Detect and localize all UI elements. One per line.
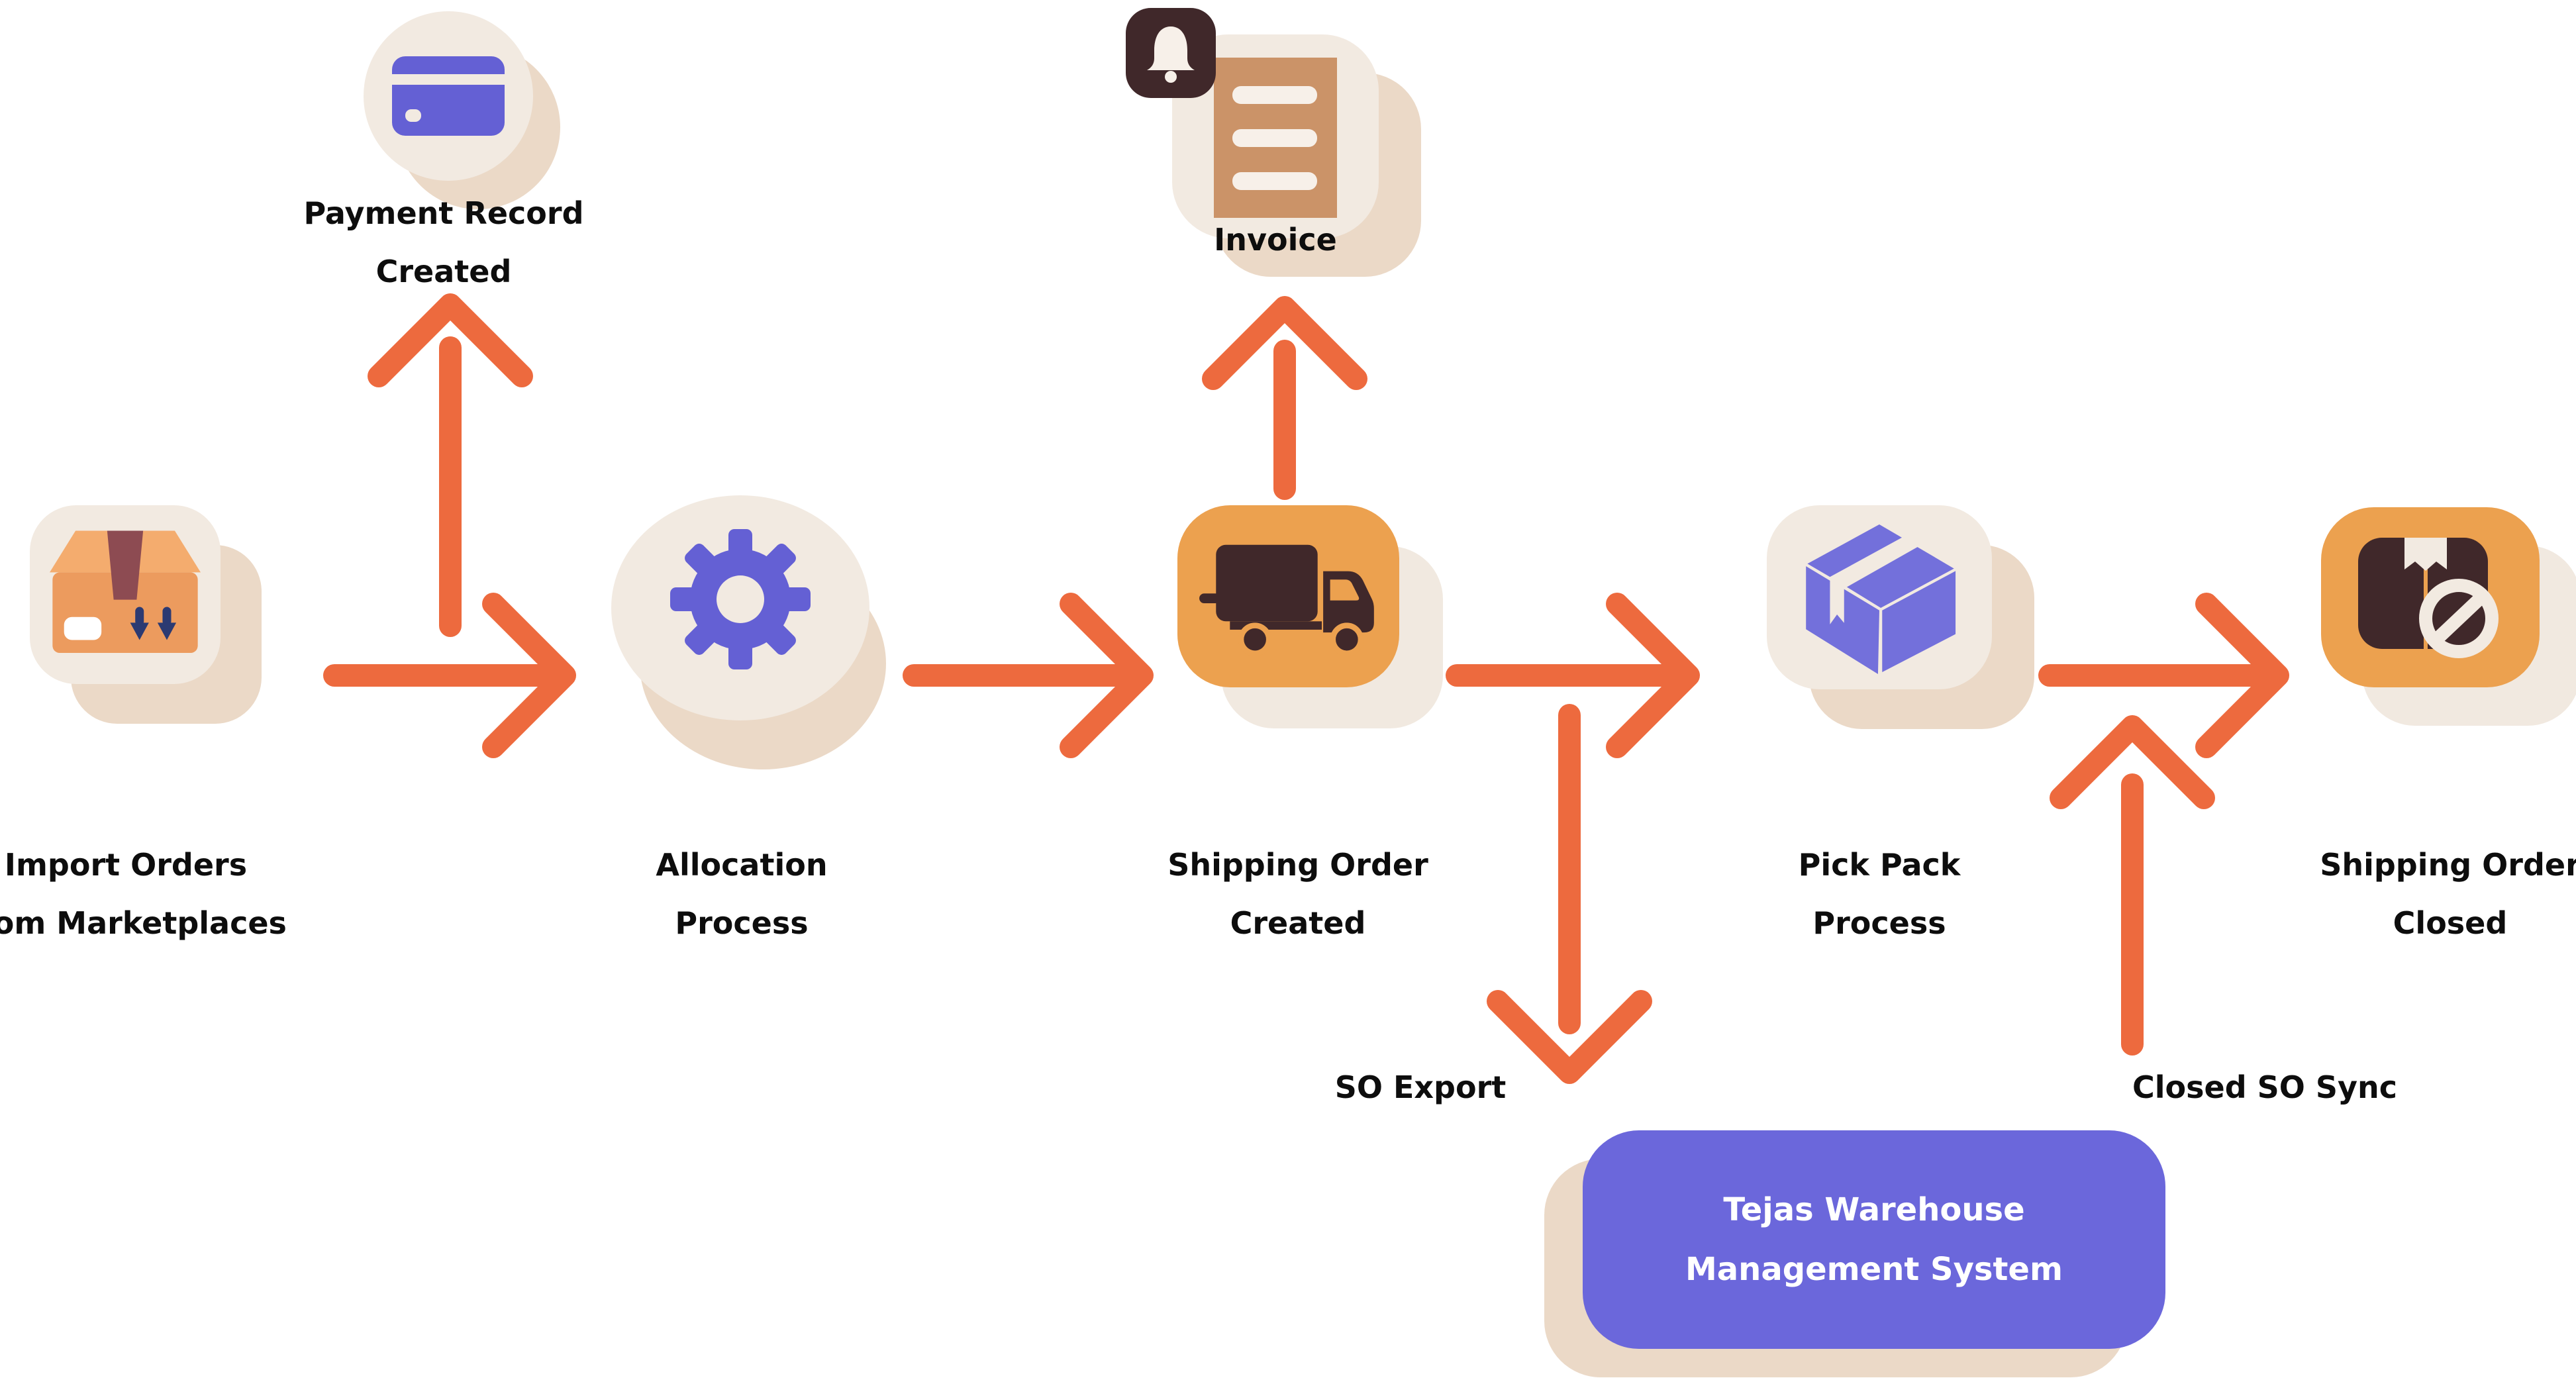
tejas-wms-line1: Tejas Warehouse xyxy=(1723,1191,2025,1228)
arrow-pickpack-to-closed xyxy=(2038,593,2289,758)
gear-icon xyxy=(670,529,811,669)
arrow-shipping-to-pickpack xyxy=(1446,593,1700,758)
so-export-label: SO Export xyxy=(1334,1069,1507,1105)
payment-record-label-line2: Created xyxy=(375,254,512,289)
shipping-created-label: Shipping Order Created xyxy=(1066,836,1530,952)
shipping-created-label-line1: Shipping Order xyxy=(1167,847,1428,883)
shipping-created-tile xyxy=(1177,505,1399,687)
import-orders-tile xyxy=(30,505,221,684)
payment-record-label: Payment Record Created xyxy=(212,184,675,301)
arrow-up-invoice xyxy=(1202,296,1367,500)
import-orders-label: Import Orders from Marketplaces xyxy=(0,836,358,952)
invoice-label-line1: Invoice xyxy=(1214,222,1337,258)
arrow-import-to-allocation xyxy=(323,593,576,758)
pick-pack-label-line2: Process xyxy=(1812,905,1946,941)
pick-pack-tile xyxy=(1767,505,1992,689)
arrow-down-so-export xyxy=(1487,704,1652,1084)
box-blocked-icon xyxy=(2358,538,2499,658)
arrow-allocation-to-shipping xyxy=(903,593,1154,758)
tejas-wms-box: Tejas Warehouse Management System xyxy=(1583,1130,2165,1349)
pick-pack-label-line1: Pick Pack xyxy=(1798,847,1961,883)
pick-pack-label: Pick Pack Process xyxy=(1648,836,2111,952)
shipping-closed-label-line1: Shipping Order xyxy=(2320,847,2576,883)
invoice-label: Invoice xyxy=(1044,211,1507,269)
allocation-label: Allocation Process xyxy=(510,836,973,952)
tejas-wms-line2: Management System xyxy=(1685,1251,2063,1288)
bell-icon xyxy=(1147,26,1195,83)
credit-card-icon xyxy=(392,56,505,136)
document-icon xyxy=(1214,58,1337,218)
shipping-closed-label: Shipping Order Closed xyxy=(2218,836,2576,952)
allocation-label-line2: Process xyxy=(675,905,809,941)
allocation-label-line1: Allocation xyxy=(656,847,828,883)
arrow-up-payment-record xyxy=(368,293,533,637)
import-orders-label-line1: Import Orders xyxy=(4,847,248,883)
payment-record-label-line1: Payment Record xyxy=(303,195,584,231)
shipping-created-label-line2: Created xyxy=(1230,905,1366,941)
import-orders-label-line2: from Marketplaces xyxy=(0,905,287,941)
bell-badge xyxy=(1126,8,1216,98)
arrow-up-closed-so-sync xyxy=(2050,715,2215,1056)
shipping-closed-label-line2: Closed xyxy=(2393,905,2508,941)
package-box-icon xyxy=(1803,521,1959,678)
shipping-closed-tile xyxy=(2321,507,2540,687)
cardboard-box-icon xyxy=(50,530,201,654)
closed-so-sync-label: Closed SO Sync xyxy=(2132,1069,2398,1105)
truck-icon xyxy=(1199,544,1374,656)
